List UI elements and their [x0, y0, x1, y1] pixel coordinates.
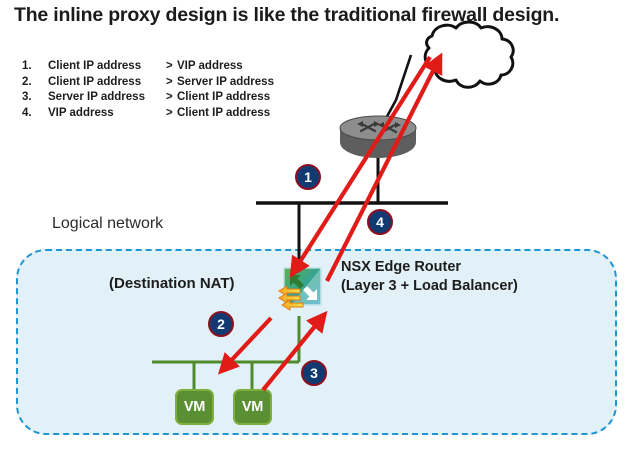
flow-arrow-1 — [289, 55, 432, 278]
step-badge-4: 4 — [367, 209, 393, 235]
list-item-number: 2. — [22, 75, 32, 88]
list-item-source: Client IP address — [48, 60, 142, 72]
list-item-destination: Client IP address — [177, 91, 271, 103]
nsx-edge-router-line1: NSX Edge Router — [341, 259, 462, 275]
list-item: 2. Client IP address > Server IP address — [22, 76, 274, 92]
flow-arrow-3 — [261, 310, 328, 392]
list-item-destination: Client IP address — [177, 106, 271, 119]
nsx-edge-router-line2: (Layer 3 + Load Balancer) — [341, 278, 518, 294]
list-item-destination: Server IP address — [177, 75, 274, 88]
list-item-source: VIP address — [48, 106, 114, 119]
vm-node[interactable]: VM — [175, 389, 214, 425]
step-badge-3: 3 — [301, 360, 327, 386]
list-item: 4. VIP address > Client IP address — [22, 107, 274, 123]
destination-nat-label: (Destination NAT) — [109, 275, 235, 292]
flow-arrow-4 — [325, 52, 443, 282]
logical-network-label: Logical network — [52, 215, 164, 232]
list-item-arrow: > — [166, 60, 173, 72]
page-title: The inline proxy design is like the trad… — [14, 4, 560, 26]
list-item-destination: VIP address — [177, 60, 243, 72]
list-item-arrow: > — [166, 106, 173, 119]
list-item: 3. Server IP address > Client IP address — [22, 91, 274, 107]
list-item-number: 4. — [22, 106, 32, 119]
list-item-number: 3. — [22, 91, 32, 103]
step-badge-2: 2 — [208, 311, 234, 337]
flow-arrow-2 — [217, 316, 273, 375]
list-item-arrow: > — [166, 75, 173, 88]
list-item: 1. Client IP address > VIP address — [22, 60, 274, 76]
list-item-number: 1. — [22, 60, 32, 72]
list-item-source: Server IP address — [48, 91, 145, 103]
nsx-edge-router-label: NSX Edge Router (Layer 3 + Load Balancer… — [341, 258, 518, 296]
address-translation-list: 1. Client IP address > VIP address 2. Cl… — [22, 60, 274, 122]
list-item-arrow: > — [166, 91, 173, 103]
list-item-source: Client IP address — [48, 75, 142, 88]
vm-node[interactable]: VM — [233, 389, 272, 425]
step-badge-1: 1 — [295, 164, 321, 190]
